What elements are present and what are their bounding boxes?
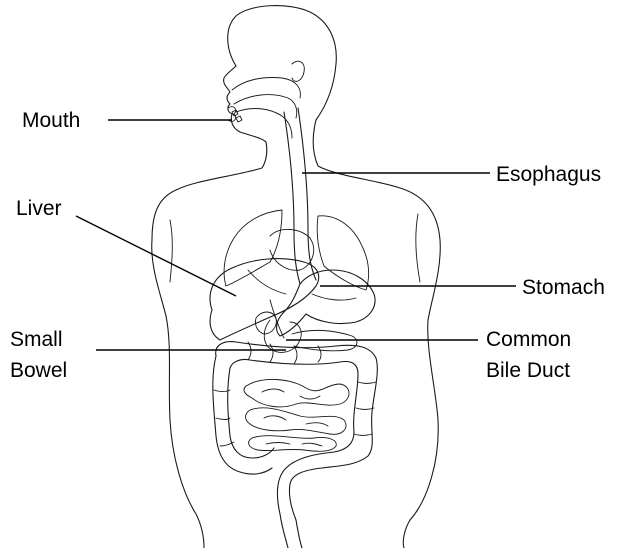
label-small-bowel-line2: Bowel: [10, 359, 67, 382]
small-intestine: [244, 379, 349, 451]
liver-shape: [210, 259, 319, 340]
label-mouth: Mouth: [22, 109, 80, 132]
lung-left: [224, 210, 282, 286]
rectum: [280, 514, 302, 548]
small-bowel-coil-3: [249, 436, 337, 451]
label-common-bile-duct-line1: Common: [486, 328, 571, 351]
small-bowel-coil-2: [246, 408, 347, 434]
oral-cavity: [228, 78, 300, 139]
duodenum: [264, 300, 357, 352]
arm-line-left: [170, 220, 172, 282]
label-common-bile-duct-line2: Bile Duct: [486, 359, 570, 382]
stomach: [277, 270, 376, 336]
label-small-bowel-line1: Small: [10, 328, 63, 351]
body-outline: [152, 6, 441, 548]
liver: [210, 259, 319, 340]
small-bowel-coil-1: [244, 379, 349, 406]
colon-haustra: [214, 342, 376, 446]
label-liver: Liver: [16, 197, 62, 220]
body-silhouette-left: [152, 66, 267, 548]
leader-lines: [76, 120, 516, 350]
liver-lobe-line: [248, 270, 286, 294]
stomach-shape: [277, 270, 376, 336]
stomach-fold: [312, 294, 356, 300]
colon-outer: [216, 342, 378, 520]
ear: [292, 61, 304, 81]
lungs: [224, 210, 369, 290]
arm-line-right: [416, 214, 420, 282]
esophagus: [284, 108, 316, 284]
heart: [270, 229, 314, 270]
label-esophagus: Esophagus: [496, 163, 601, 186]
colon: [213, 342, 378, 548]
palate: [234, 95, 297, 118]
liver-leader: [76, 216, 236, 296]
colon-ascending-inner: [228, 368, 274, 458]
labels: Mouth Esophagus Liver Stomach Small Bowe…: [10, 109, 605, 382]
teeth: [232, 110, 242, 122]
label-stomach: Stomach: [522, 276, 605, 299]
